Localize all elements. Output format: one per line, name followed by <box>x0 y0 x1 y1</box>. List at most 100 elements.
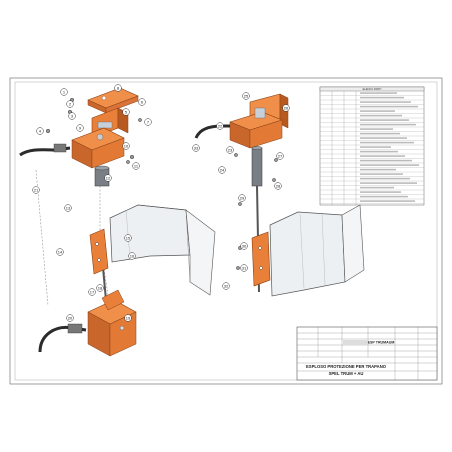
callout-number: 18 <box>98 286 103 291</box>
callout-bubble: 29 <box>238 194 246 202</box>
parts-list-description-placeholder <box>360 177 410 180</box>
parts-list-description-placeholder <box>360 191 401 193</box>
callout-number: 28 <box>276 184 281 189</box>
callout-bubble: 8 <box>114 84 122 92</box>
callout-number: 10 <box>124 144 129 149</box>
parts-list-description-placeholder <box>360 200 415 202</box>
callout-number: 33 <box>194 146 199 151</box>
callout-bubble: 19 <box>124 314 132 322</box>
callout-bubble: 23 <box>226 146 234 154</box>
callout-number: 19 <box>126 316 131 321</box>
parts-list-description-placeholder <box>360 132 400 135</box>
callout-bubble: 28 <box>274 182 282 190</box>
callout-number: 30 <box>242 244 247 249</box>
callout-number: 11 <box>134 164 139 169</box>
callout-bubble: 18 <box>96 284 104 292</box>
callout-bubble: 13 <box>64 204 72 212</box>
callout-bubble: 16 <box>128 252 136 260</box>
callout-number: 16 <box>130 254 135 259</box>
parts-list-description-placeholder <box>360 123 416 126</box>
parts-list-description-placeholder <box>360 168 396 171</box>
callout-number: 9 <box>79 126 82 131</box>
parts-list-description-placeholder <box>360 137 407 139</box>
parts-list-description-placeholder <box>360 195 408 198</box>
callout-number: 24 <box>220 168 225 173</box>
parts-list-description-placeholder <box>360 128 393 130</box>
callout-number: 7 <box>147 120 150 125</box>
callout-bubble: 14 <box>56 248 64 256</box>
callout-number: 25 <box>244 94 249 99</box>
callout-number: 21 <box>34 188 39 193</box>
callout-bubble: 33 <box>192 144 200 152</box>
callout-number: 2 <box>69 102 72 107</box>
parts-list-description-placeholder <box>360 159 412 162</box>
drawing-title-line1: ESPLOSO PROTEZIONE PER TRAPANO <box>306 364 387 369</box>
callout-number: 31 <box>242 266 247 271</box>
parts-list-description-placeholder <box>360 173 403 175</box>
callout-number: 32 <box>224 284 229 289</box>
parts-list-description-placeholder <box>360 155 405 157</box>
callout-bubble: 21 <box>32 186 40 194</box>
parts-list-description-placeholder <box>360 182 417 184</box>
drill-guard-assembly-right <box>194 93 365 297</box>
callout-bubble: 11 <box>132 162 140 170</box>
parts-list-table: ELENCO PARTI <box>319 86 425 206</box>
callout-bubble: 10 <box>122 142 130 150</box>
callout-bubble: 27 <box>276 152 284 160</box>
callout-bubble: 30 <box>240 242 248 250</box>
callout-number: 8 <box>117 86 120 91</box>
callout-bubble: 15 <box>124 234 132 242</box>
callout-bubble: 6 <box>138 98 146 106</box>
callout-number: 27 <box>278 154 283 159</box>
callout-number: 13 <box>66 206 71 211</box>
callout-bubble: 17 <box>88 288 96 296</box>
callout-number: 3 <box>71 114 74 119</box>
sheet-inner-border <box>14 81 438 381</box>
callout-bubble: 9 <box>76 124 84 132</box>
callout-number: 29 <box>240 196 245 201</box>
callout-number: 1 <box>63 90 66 95</box>
callout-number: 15 <box>126 236 131 241</box>
callout-number: 12 <box>106 176 111 181</box>
parts-list-description-placeholder <box>360 141 414 144</box>
drill-guard-assembly-left <box>19 87 216 357</box>
callout-layer: 1234567891011121314151617181920212223242… <box>32 84 290 322</box>
parts-list-description-placeholder <box>360 92 397 94</box>
callout-bubble: 26 <box>282 104 290 112</box>
callout-number: 14 <box>58 250 63 255</box>
callout-number: 20 <box>68 316 73 321</box>
callout-bubble: 7 <box>144 118 152 126</box>
callout-number: 5 <box>125 110 128 115</box>
callout-number: 26 <box>284 106 289 111</box>
parts-list-description-placeholder <box>360 96 404 99</box>
parts-list-description-placeholder <box>360 146 391 148</box>
parts-list-rows <box>320 92 424 204</box>
parts-list-title: ELENCO PARTI <box>363 87 382 91</box>
parts-list-description-placeholder <box>360 150 398 153</box>
title-block: ESP TRUMAUM ESPLOSO PROTEZIONE PER TRAPA… <box>296 326 438 381</box>
drawing-number: ESP TRUMAUM <box>368 341 395 345</box>
callout-bubble: 2 <box>66 100 74 108</box>
callout-number: 4 <box>39 129 42 134</box>
callout-bubble: 22 <box>216 122 224 130</box>
callout-number: 23 <box>228 148 233 153</box>
callout-number: 6 <box>141 100 144 105</box>
callout-bubble: 24 <box>218 166 226 174</box>
parts-list-description-placeholder <box>360 164 419 166</box>
parts-list-description-placeholder <box>360 101 411 103</box>
drawing-title-line2: SPEL TRUM + AU <box>329 371 364 376</box>
callout-bubble: 12 <box>104 174 112 182</box>
parts-list-description-placeholder <box>360 119 409 121</box>
callout-bubble: 32 <box>222 282 230 290</box>
parts-list-description-placeholder <box>360 186 394 189</box>
callout-bubble: 4 <box>36 127 44 135</box>
parts-list-description-placeholder <box>360 114 402 117</box>
callout-bubble: 20 <box>66 314 74 322</box>
callout-bubble: 25 <box>242 92 250 100</box>
callout-bubble: 31 <box>240 264 248 272</box>
parts-list-description-placeholder <box>360 110 395 112</box>
callout-bubble: 1 <box>60 88 68 96</box>
callout-number: 22 <box>218 124 223 129</box>
callout-number: 17 <box>90 290 95 295</box>
